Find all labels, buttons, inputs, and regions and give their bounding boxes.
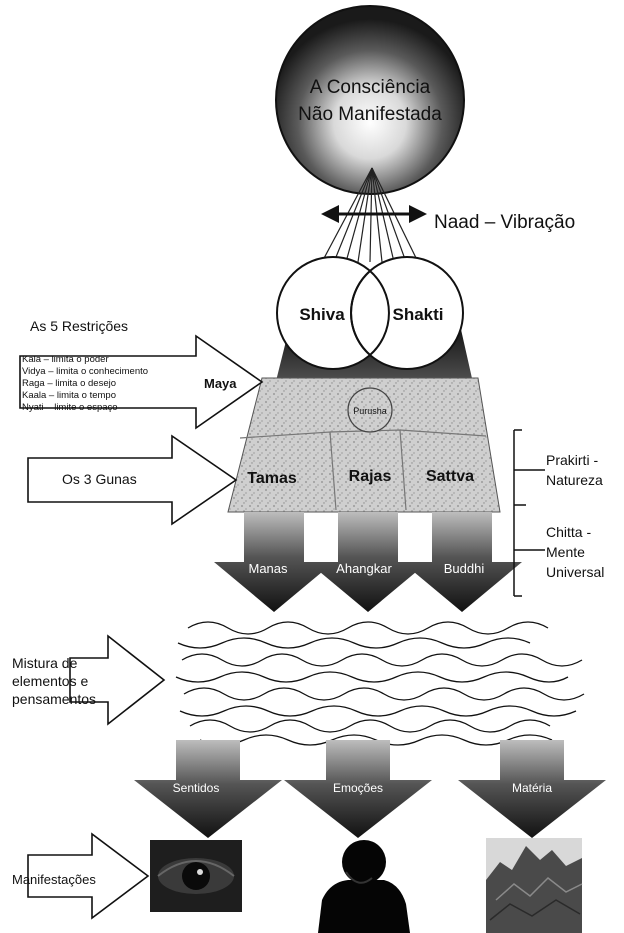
sphere-title-line2: Não Manifestada: [298, 104, 442, 125]
guna-sattva: Sattva: [426, 468, 474, 485]
buddhi-label: Buddhi: [444, 561, 485, 576]
mountain-image: [486, 838, 582, 933]
purusha-label: Purusha: [353, 406, 387, 416]
sphere-title-line1: A Consciência: [310, 77, 431, 98]
shakti-label: Shakti: [392, 305, 443, 324]
restrictions-title: As 5 Restrições: [30, 318, 128, 334]
shiva-label: Shiva: [299, 305, 345, 324]
shiva-shakti-circles: Shiva Shakti: [277, 257, 463, 369]
matter-label: Matéria: [512, 781, 552, 795]
restriction-item: Kala – limita o poder: [22, 354, 109, 365]
mixture-line1: Mistura de: [12, 655, 78, 671]
ahangkar-label: Ahangkar: [336, 561, 392, 576]
right-bracket: [514, 430, 545, 596]
mind-arrows: Manas Ahangkar Buddhi: [214, 512, 522, 612]
chitta-line3: Universal: [546, 564, 604, 580]
prakriti-line2: Natureza: [546, 472, 603, 488]
emotions-label: Emoções: [333, 781, 383, 795]
manifestation-arrows: Sentidos Emoções Matéria: [134, 740, 606, 838]
mixture-waves: [176, 622, 584, 745]
gunas-title: Os 3 Gunas: [62, 471, 137, 487]
restriction-item: Nyati – limite o espaço: [22, 402, 118, 413]
guna-rajas: Rajas: [349, 468, 392, 485]
restriction-item: Kaala – limita o tempo: [22, 390, 116, 401]
manas-label: Manas: [248, 561, 288, 576]
senses-label: Sentidos: [173, 781, 220, 795]
mixture-line3: pensamentos: [12, 691, 96, 707]
naad-label: Naad – Vibração: [434, 212, 575, 233]
person-silhouette-image: [318, 840, 410, 933]
mixture-line2: elementos e: [12, 673, 88, 689]
manifestations-label: Manifestações: [12, 872, 96, 887]
unmanifested-consciousness-sphere: A Consciência Não Manifestada: [276, 6, 464, 194]
restriction-item: Raga – limita o desejo: [22, 378, 116, 389]
restriction-item: Vidya – limita o conhecimento: [22, 366, 148, 377]
prakriti-line1: Prakirti -: [546, 452, 598, 468]
guna-tamas: Tamas: [247, 470, 297, 487]
chitta-line1: Chitta -: [546, 524, 591, 540]
chitta-line2: Mente: [546, 544, 585, 560]
maya-label: Maya: [204, 376, 237, 391]
eye-image: [150, 840, 242, 912]
